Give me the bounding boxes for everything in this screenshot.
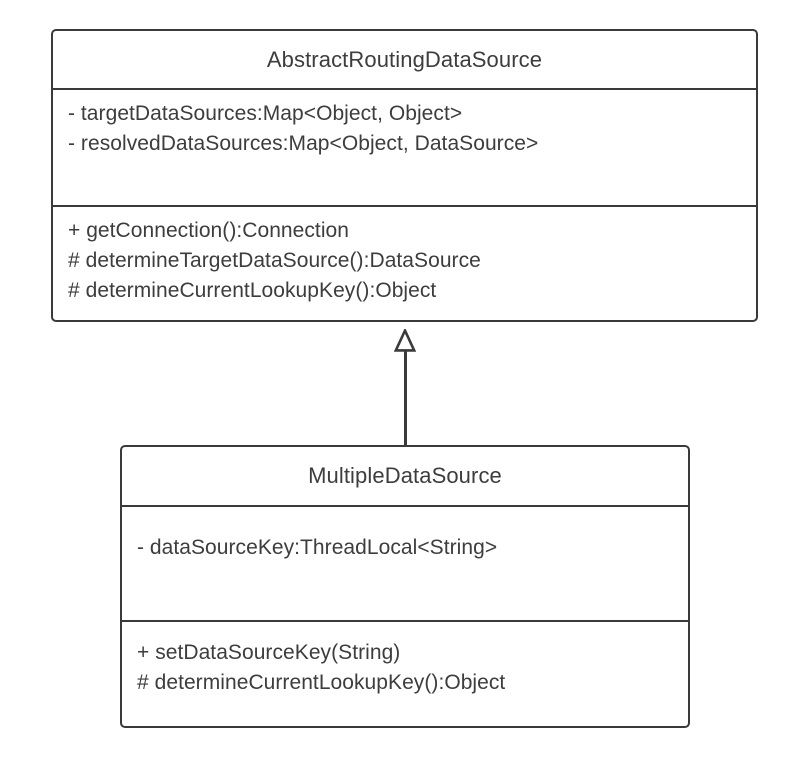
operation-item: # determineTargetDataSource():DataSource [68,248,481,272]
attribute-item: - resolvedDataSources:Map<Object, DataSo… [68,131,539,155]
class-name-multiple-datasource: MultipleDataSource [308,463,502,488]
operations-compartment-multiple-datasource: + setDataSourceKey(String) # determineCu… [122,620,688,726]
class-box-multiple-datasource[interactable]: MultipleDataSource - dataSourceKey:Threa… [120,445,690,728]
attributes-compartment-multiple-datasource: - dataSourceKey:ThreadLocal<String> [122,505,688,620]
class-box-abstract-routing-datasource[interactable]: AbstractRoutingDataSource - targetDataSo… [51,29,758,322]
operation-item: # determineCurrentLookupKey():Object [137,670,506,694]
operation-item: + setDataSourceKey(String) [137,641,401,664]
attributes-compartment-abstract-routing-datasource: - targetDataSources:Map<Object, Object> … [53,88,756,205]
class-name-abstract-routing-datasource: AbstractRoutingDataSource [266,46,543,72]
attribute-item: - dataSourceKey:ThreadLocal<String> [137,536,498,559]
attribute-item: - targetDataSources:Map<Object, Object> [68,102,463,125]
operation-item: # determineCurrentLookupKey():Object [68,278,437,302]
generalization-line [403,349,407,447]
operation-item: + getConnection():Connection [68,219,349,242]
generalization-connector[interactable] [394,327,416,447]
operations-compartment-abstract-routing-datasource: + getConnection():Connection # determine… [53,205,756,320]
hollow-triangle-arrowhead-icon [394,329,416,352]
